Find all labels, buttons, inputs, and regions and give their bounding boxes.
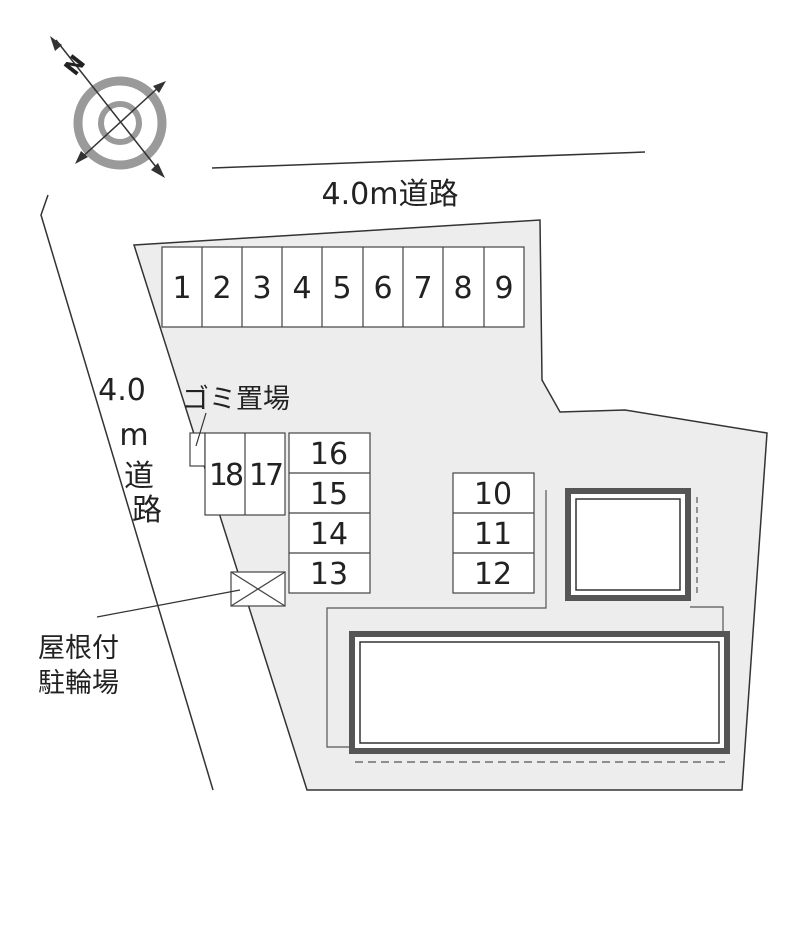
- parking-space-16: 16: [310, 437, 348, 472]
- parking-space-4: 4: [292, 271, 311, 306]
- parking-space-10: 10: [474, 477, 512, 512]
- bike-parking-leader: [96, 589, 241, 618]
- parking-space-8: 8: [453, 271, 472, 306]
- bike-parking-area: [230, 571, 286, 607]
- road-top-edge-upper: [211, 151, 646, 169]
- parking-space-18: 18: [209, 458, 243, 493]
- road-label-left-2: m: [119, 418, 148, 453]
- parking-space-1: 1: [172, 271, 191, 306]
- parking-space-2: 2: [212, 271, 231, 306]
- garbage-label: ゴミ置場: [182, 384, 290, 415]
- road-label-left-1: 4.0: [98, 373, 146, 408]
- parking-space-9: 9: [494, 271, 513, 306]
- road-label-top: 4.0m道路: [322, 177, 459, 212]
- bike-parking-label-2: 駐輪場: [38, 668, 119, 699]
- parking-space-5: 5: [332, 271, 351, 306]
- parking-left-pair: 18 17: [189, 432, 286, 516]
- parking-space-3: 3: [252, 271, 271, 306]
- compass-north-label: N: [60, 51, 91, 81]
- parking-space-6: 6: [373, 271, 392, 306]
- parking-space-17: 17: [249, 458, 282, 493]
- building-small: [565, 488, 698, 601]
- parking-right-column: 10 11 12: [452, 472, 535, 594]
- parking-space-11: 11: [474, 517, 512, 552]
- compass-rose-icon: N: [50, 36, 167, 178]
- building-main: [349, 631, 730, 763]
- road-left-edge-outer: [40, 194, 214, 791]
- walkway-outline: [326, 490, 724, 748]
- parking-space-14: 14: [310, 517, 348, 552]
- parking-space-7: 7: [413, 271, 432, 306]
- garbage-leader: [195, 412, 207, 447]
- parking-space-12: 12: [474, 557, 512, 592]
- bike-parking-label-1: 屋根付: [38, 633, 119, 664]
- parking-left-column: 16 15 14 13: [288, 432, 371, 594]
- parking-space-13: 13: [310, 557, 348, 592]
- parking-top-row: 1 2 3 4 5 6 7 8 9: [161, 246, 525, 328]
- road-label-left-3: 道: [124, 459, 154, 494]
- road-label-left-4: 路: [132, 493, 162, 528]
- parking-space-15: 15: [310, 477, 348, 512]
